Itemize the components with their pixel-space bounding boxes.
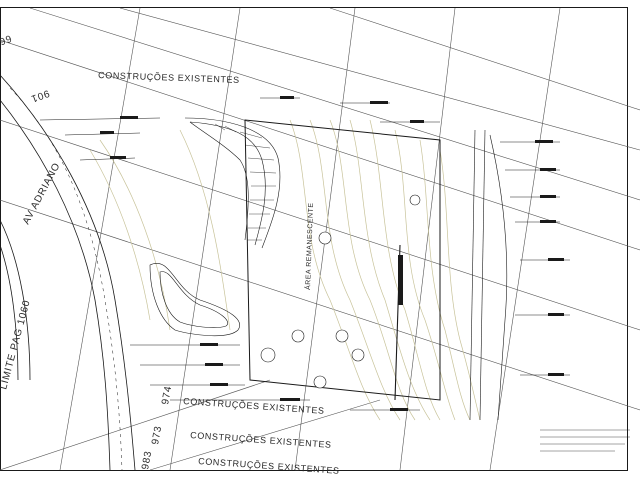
avenue-edges <box>0 74 136 471</box>
lot-grid-lines <box>0 7 640 471</box>
label-lot-983: 983 <box>140 450 154 471</box>
right-guides <box>469 129 508 421</box>
label-lot-901: 901 <box>29 87 51 104</box>
label-existing-bottom-1: CONSTRUÇÕES EXISTENTES <box>183 396 325 416</box>
slope-hatch-left <box>149 262 240 337</box>
label-lot-973: 973 <box>150 425 164 446</box>
dimension-tag-marks <box>100 96 564 411</box>
site-boundary <box>244 119 441 401</box>
label-building-area: ÁREA REMANESCENTE <box>303 202 315 290</box>
contour-lines <box>89 119 481 421</box>
dimension-tags <box>39 97 570 411</box>
label-existing-bottom-2: CONSTRUÇÕES EXISTENTES <box>190 430 332 450</box>
legend-block <box>540 429 630 452</box>
label-lot-974: 974 <box>160 385 174 406</box>
drawing-frame <box>0 7 628 471</box>
label-lot-663: 663 <box>0 32 13 49</box>
label-existing-bottom-3: CONSTRUÇÕES EXISTENTES <box>198 456 340 476</box>
label-avenue: AV ADRIANO <box>21 161 63 227</box>
slope-hatch-top <box>184 117 281 249</box>
label-existing-top: CONSTRUÇÕES EXISTENTES <box>98 70 240 85</box>
tree-symbols <box>260 194 421 389</box>
label-limit: LIMITE PAG 1060 <box>0 299 33 391</box>
street-centerline <box>9 87 123 471</box>
